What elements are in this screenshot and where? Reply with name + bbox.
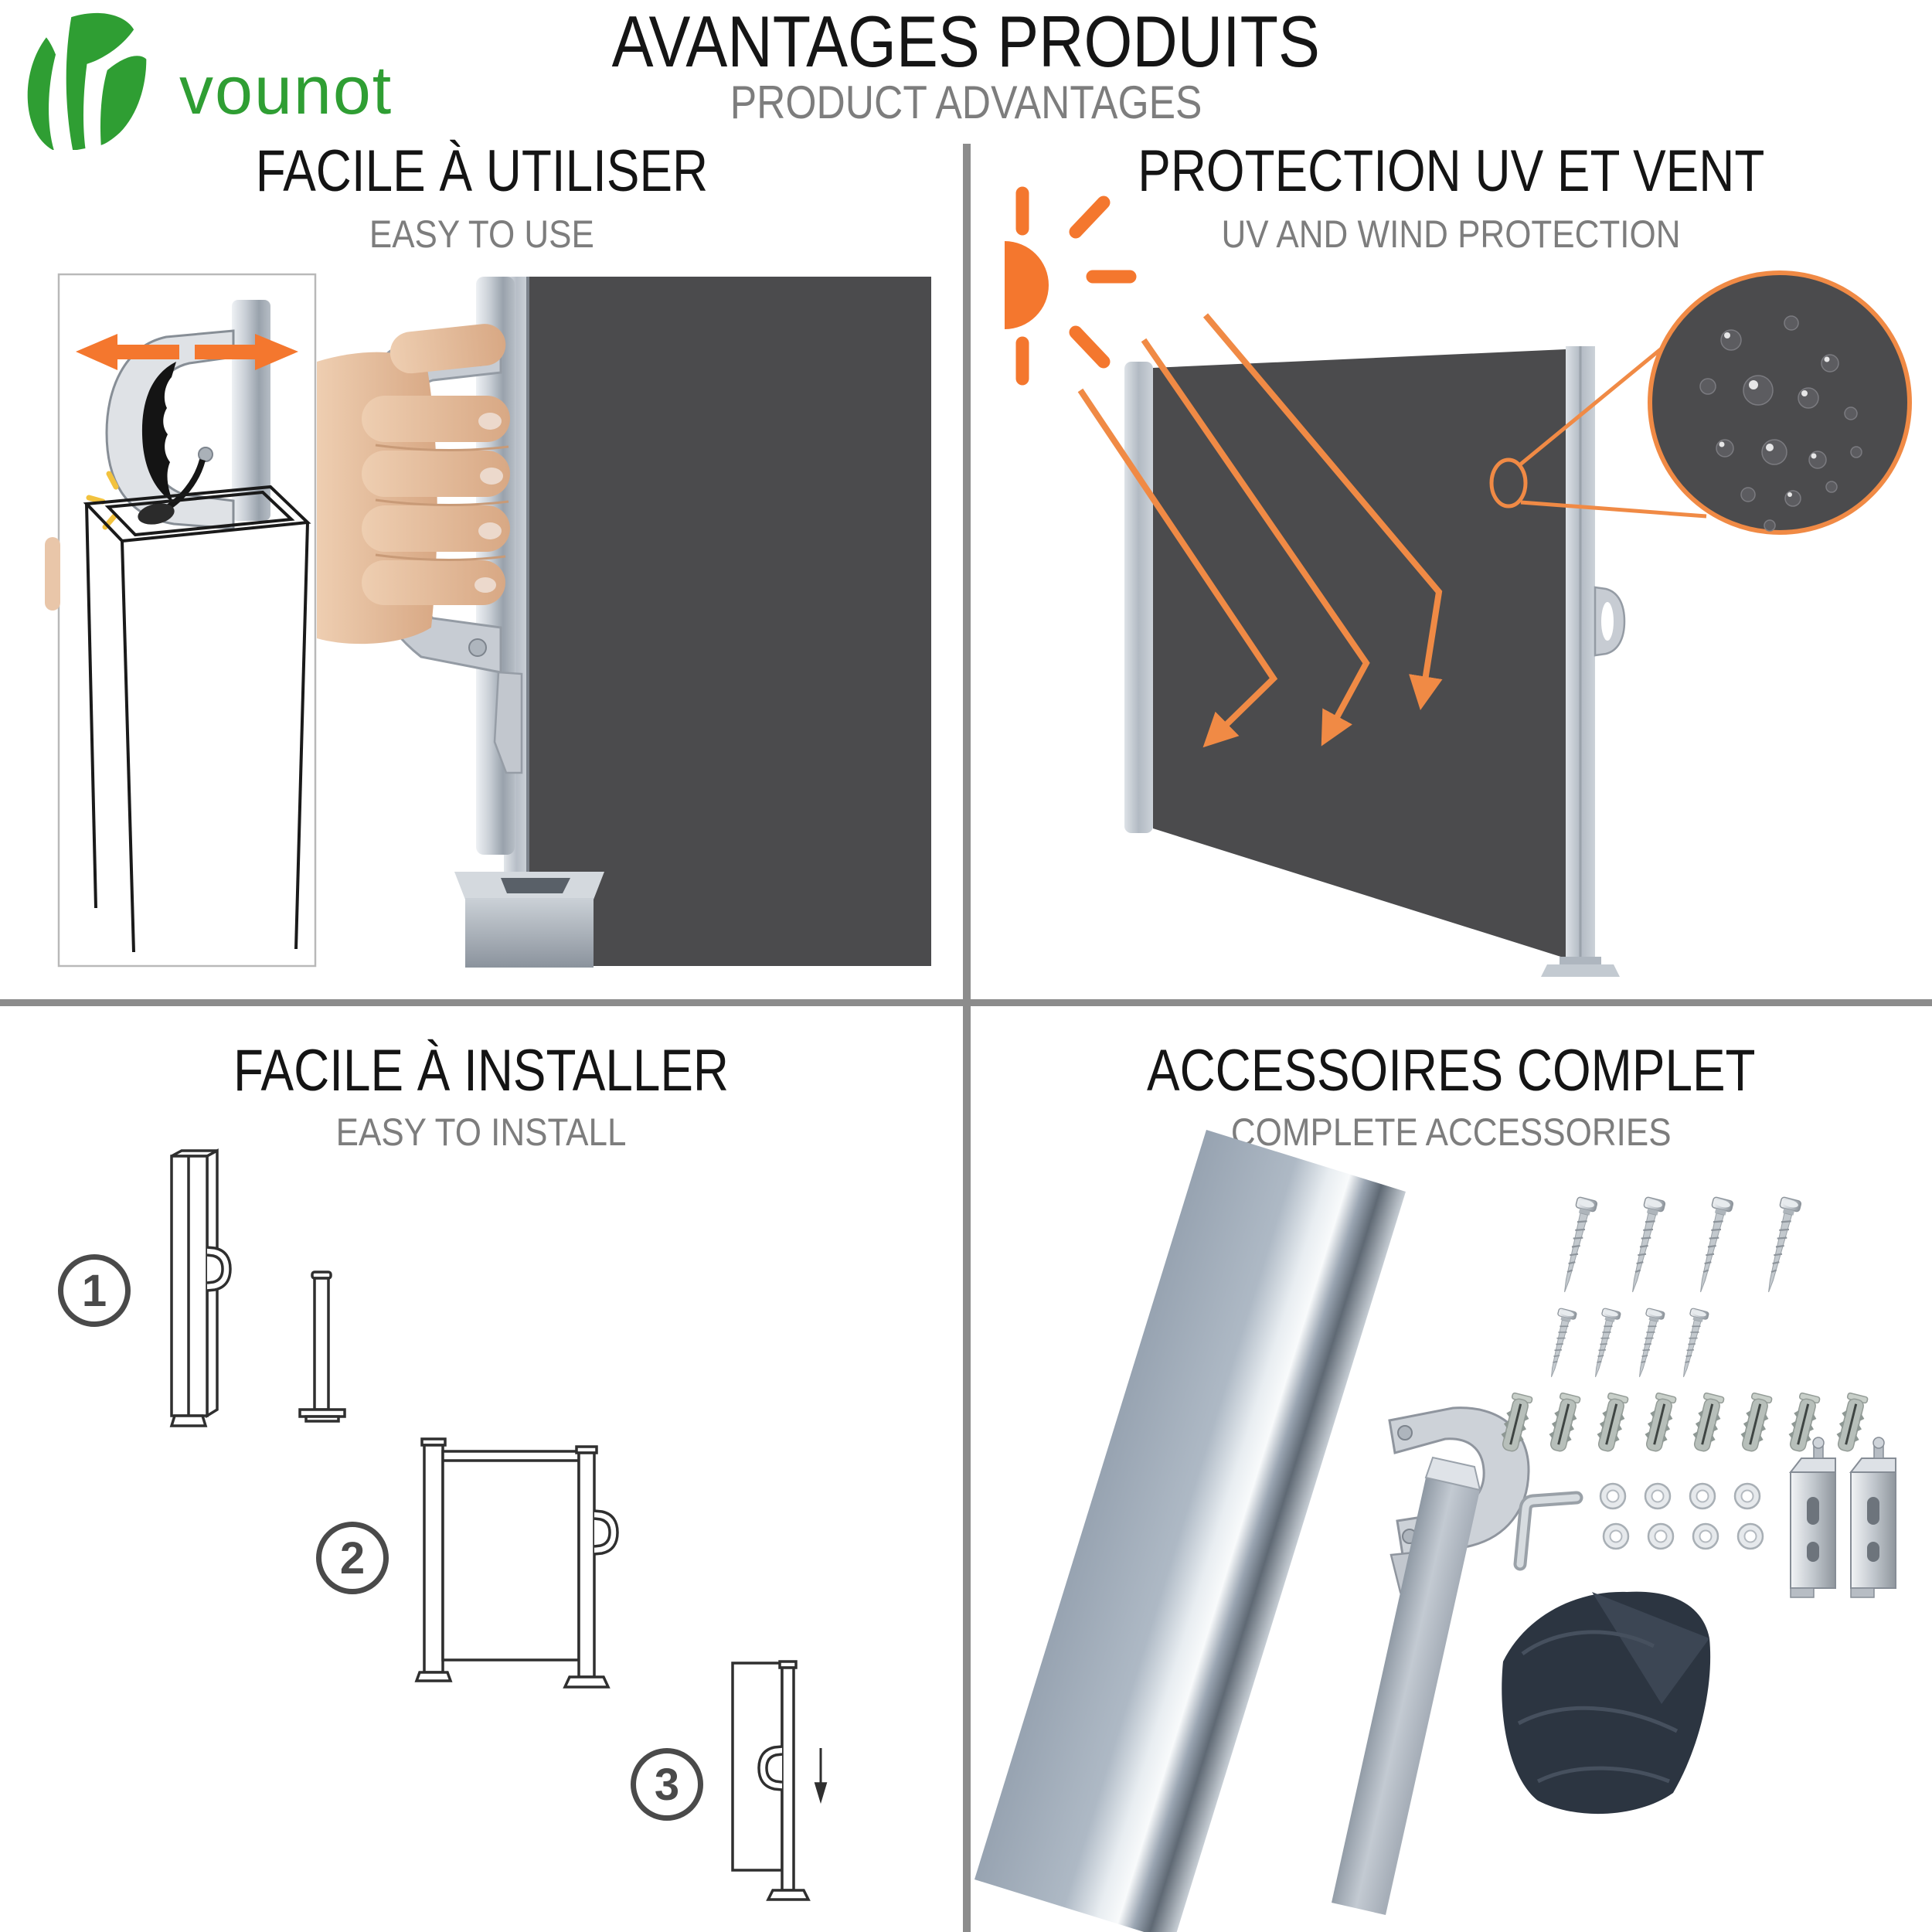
handle-drawing (105, 329, 235, 530)
cassette-foot (1541, 964, 1620, 977)
screw-icon (1689, 1196, 1735, 1296)
page-subtitle: PRODUCT ADVANTAGES (730, 77, 1202, 128)
floor-post (454, 872, 604, 968)
fingers (362, 396, 510, 605)
uv-ray-arrows (1077, 313, 1443, 748)
post-photo (1332, 1456, 1481, 1915)
step-2-badge: 2 (316, 1522, 389, 1594)
brand-logo: vounot (22, 9, 393, 150)
finger-nails (474, 413, 503, 593)
washer-icon (1689, 1482, 1716, 1510)
step1-post-drawing (298, 1270, 346, 1423)
strap-knob (138, 503, 175, 525)
wall-plug-icon (1688, 1391, 1727, 1455)
screw-icon (1621, 1196, 1667, 1296)
wall-plug-icon (1832, 1391, 1871, 1455)
q1-title: FACILE À UTILISER (255, 138, 708, 204)
step3-screen-drawing (731, 1660, 828, 1901)
wall-plug-icon (1544, 1391, 1583, 1455)
hex-key-icon (1513, 1491, 1583, 1571)
q4-title: ACCESSOIRES COMPLET (1147, 1038, 1756, 1104)
inset-diagram (45, 273, 317, 968)
q2-subtitle: UV AND WIND PROTECTION (1221, 213, 1682, 256)
table-drawing (83, 485, 311, 953)
screen-fabric (529, 277, 931, 966)
hand (317, 324, 510, 645)
down-arrow-icon (814, 1748, 828, 1804)
page-title: AVANTAGES PRODUITS (611, 1, 1321, 82)
screw-icon (1553, 1196, 1599, 1296)
leaf-logo-icon (27, 12, 147, 150)
step-3-badge: 3 (631, 1748, 703, 1821)
step1-cassette-drawing (169, 1148, 232, 1427)
q2-title: PROTECTION UV ET VENT (1138, 138, 1765, 204)
hand-sliver (45, 537, 60, 611)
q3-illustration (169, 1148, 828, 1901)
wall-bracket-icon (1790, 1437, 1836, 1598)
washer-icon (1736, 1522, 1764, 1550)
long-screws (1553, 1196, 1803, 1296)
screw-icon (1674, 1307, 1710, 1380)
q4-subtitle: COMPLETE ACCESSORIES (1231, 1111, 1672, 1154)
screw-icon (1630, 1307, 1666, 1380)
double-arrow-icon (76, 334, 298, 370)
wall-bracket-icon (1850, 1437, 1896, 1598)
washer-icon (1599, 1482, 1627, 1510)
q3-title: FACILE À INSTALLER (233, 1038, 730, 1104)
sun-icon (1005, 186, 1137, 386)
brand-name: vounot (179, 52, 393, 128)
wall-plug-icon (1592, 1391, 1631, 1455)
protective-cover (1502, 1591, 1711, 1815)
horizontal-divider (0, 999, 1932, 1006)
screen-post (1124, 362, 1153, 833)
q1-illustration (45, 273, 931, 968)
screw-icon (1586, 1307, 1622, 1380)
magnifier-circle (1648, 270, 1912, 535)
washer-icon (1647, 1522, 1675, 1550)
q3-subtitle: EASY TO INSTALL (336, 1111, 627, 1154)
wall-plug-icon (1640, 1391, 1679, 1455)
screw-icon (1757, 1196, 1803, 1296)
short-screws (1542, 1307, 1710, 1380)
thumb (389, 324, 506, 374)
q4-illustration (975, 1130, 1896, 1932)
wall-brackets (1790, 1437, 1896, 1598)
usage-photo (317, 277, 931, 968)
water-droplets (1699, 315, 1862, 532)
screw-icon (1542, 1307, 1578, 1380)
magnifier-source-spot (1489, 457, 1528, 509)
handle-latch (493, 671, 523, 774)
washer-icon (1602, 1522, 1630, 1550)
grip-pad (141, 362, 176, 502)
install-steps-drawing (169, 1148, 828, 1901)
washer-icon (1644, 1482, 1672, 1510)
q2-illustration (1005, 186, 1912, 977)
fabric-magnifier (1489, 270, 1912, 535)
wall-plug-icon (1736, 1391, 1775, 1455)
step2-screen-drawing (414, 1437, 619, 1689)
washer-icon (1692, 1522, 1719, 1550)
q1-subtitle: EASY TO USE (369, 213, 594, 256)
washers (1599, 1482, 1764, 1550)
vertical-divider (963, 144, 971, 1932)
washer-icon (1733, 1482, 1761, 1510)
step-1-badge: 1 (58, 1254, 131, 1327)
